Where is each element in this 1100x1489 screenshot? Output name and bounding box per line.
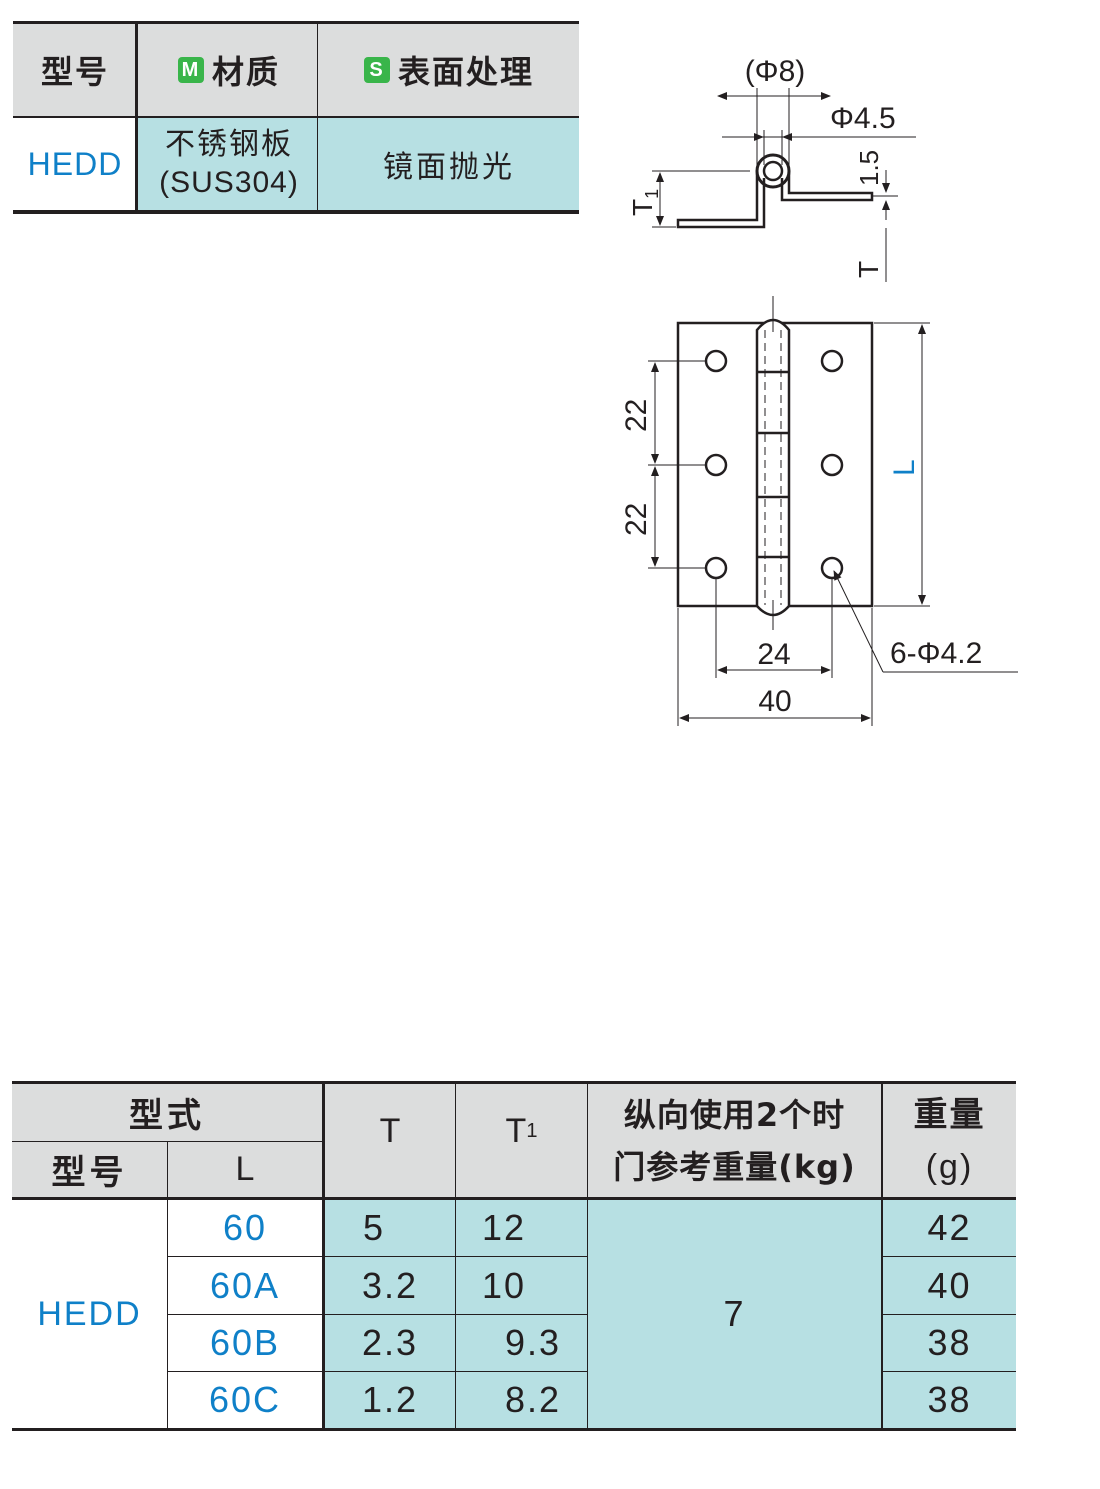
model-cell: HEDD <box>37 1294 142 1333</box>
hinge-barrel <box>755 318 791 617</box>
row-rule-1a <box>167 1256 588 1257</box>
dim-pitch-lower-label: 22 <box>620 503 653 536</box>
row-3-length: 60C <box>208 1379 282 1420</box>
left-leaf-profile <box>676 171 766 229</box>
dim-bottom-rule <box>12 1428 1016 1431</box>
knuckle-pin <box>762 160 784 182</box>
th-t: T <box>379 1112 401 1150</box>
row-1-length: 60A <box>209 1264 281 1306</box>
row-0-t1: 12 <box>482 1207 527 1248</box>
knuckle-outer <box>755 153 791 189</box>
mounting-hole <box>820 453 844 477</box>
spec-bottom-rule <box>13 210 579 214</box>
dim-t1-label: T1 <box>627 189 662 216</box>
spec-data-bg <box>137 118 579 210</box>
row-1-t: 3.2 <box>361 1264 419 1306</box>
dim-t1-letter: T <box>627 199 658 216</box>
dim-pin-dia-label: Φ4.5 <box>830 102 896 135</box>
spec-material-line1: 不锈钢板 <box>165 127 293 162</box>
dim-hole-spacing-label: 24 <box>757 638 790 671</box>
dim-header-bg <box>12 1084 1016 1197</box>
row-2-t1: 9.3 <box>504 1322 561 1363</box>
spec-top-rule <box>13 21 579 24</box>
dim-length-label: L <box>888 459 921 476</box>
side-view <box>652 88 916 282</box>
surface-badge-icon: S <box>363 57 390 83</box>
front-view <box>648 296 1018 726</box>
spec-material-value: 不锈钢板 (SUS304) <box>139 118 319 210</box>
row-2-length: 60B <box>209 1322 281 1363</box>
mounting-hole <box>704 556 728 580</box>
spec-header-bg <box>13 24 579 116</box>
spec-header-model: 型号 <box>40 53 109 91</box>
row-rule-3a <box>167 1371 588 1372</box>
th-t1-sub: 1 <box>526 1120 538 1142</box>
th-door-weight: 纵向使用2个时 门参考重量(kg) <box>588 1084 881 1197</box>
spec-vrule-2 <box>317 21 318 214</box>
dim-t1-sub: 1 <box>642 189 662 199</box>
spec-vrule-1 <box>135 21 138 214</box>
row-3-t: 1.2 <box>361 1379 419 1420</box>
dim-t-label: T <box>853 261 884 278</box>
dim-offset-label: 1.5 <box>854 150 884 186</box>
row-0-length: 60 <box>222 1207 268 1248</box>
door-weight-cell: 7 <box>723 1293 746 1334</box>
mounting-hole <box>704 453 728 477</box>
row-1-mass: 40 <box>927 1264 972 1306</box>
spec-header-surface: S 表面处理 <box>319 24 579 116</box>
row-2-t: 2.3 <box>361 1322 419 1363</box>
row-0-mass: 42 <box>927 1207 972 1248</box>
row-2-mass: 38 <box>927 1322 972 1363</box>
th-mass-line2: (g) <box>925 1147 974 1186</box>
spec-material-line2: (SUS304) <box>159 166 299 199</box>
dim-header-rule <box>12 1197 1016 1200</box>
material-badge-icon: M <box>177 57 204 83</box>
mounting-hole <box>704 349 728 373</box>
th-length: L <box>235 1149 255 1188</box>
row-rule-3b <box>882 1371 1016 1372</box>
th-door-weight-line2: 门参考重量(kg) <box>613 1147 856 1186</box>
dim-width-label: 40 <box>758 685 791 718</box>
spec-surface-value: 镜面抛光 <box>383 150 515 185</box>
row-rule-2a <box>167 1314 588 1315</box>
th-type-group: 型式 <box>129 1096 205 1136</box>
row-3-t1: 8.2 <box>504 1379 561 1420</box>
dim-outer-dia-label: (Φ8) <box>745 55 806 88</box>
row-rule-2b <box>882 1314 1016 1315</box>
dim-top-rule <box>12 1081 1016 1084</box>
th-door-weight-line1: 纵向使用2个时 <box>623 1095 846 1134</box>
th-mass-line1: 重量 <box>913 1094 986 1135</box>
spec-header-material-label: 材质 <box>211 53 280 91</box>
row-1-t1: 10 <box>482 1264 527 1306</box>
th-model: 型号 <box>51 1152 128 1193</box>
dim-vrule-model <box>167 1141 168 1431</box>
spec-header-material: M 材质 <box>139 24 319 116</box>
hinge-drawing: (Φ8) Φ4.5 1.5 T1 T 22 22 L 24 40 6-Φ4.2 <box>620 55 1018 726</box>
dim-pitch-upper-label: 22 <box>620 399 653 432</box>
row-0-t: 5 <box>363 1207 386 1248</box>
th-mass: 重量 (g) <box>883 1084 1016 1197</box>
spec-table: 型号 M 材质 S 表面处理 HEDD 不锈钢板 (SUS304) 镜面抛光 <box>13 21 579 214</box>
dim-holes-label: 6-Φ4.2 <box>890 637 982 670</box>
mounting-hole <box>820 349 844 373</box>
spec-header-surface-label: 表面处理 <box>397 53 534 91</box>
row-rule-1b <box>882 1256 1016 1257</box>
th-t1-letter: T <box>505 1112 527 1150</box>
spec-mid-rule <box>13 116 579 118</box>
spec-model-value: HEDD <box>27 145 123 182</box>
row-3-mass: 38 <box>927 1379 972 1420</box>
mounting-hole <box>820 556 844 580</box>
